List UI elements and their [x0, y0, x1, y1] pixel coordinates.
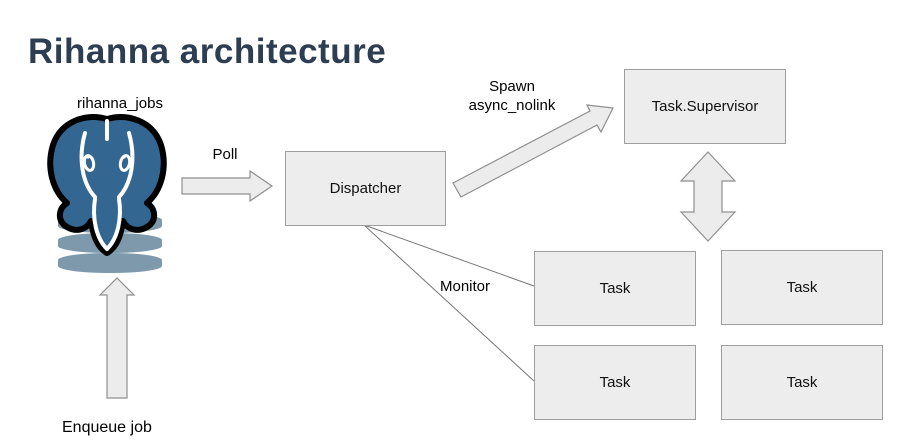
monitor-edge-label: Monitor [440, 278, 491, 295]
task-supervisor-box-label: Task.Supervisor [651, 98, 759, 115]
database-table-label: rihanna_jobs [77, 95, 163, 112]
dispatcher-box: Dispatcher [285, 151, 446, 226]
supervisor-tasks-double-arrow [679, 151, 737, 242]
poll-edge-label: Poll [212, 146, 238, 163]
task-box: Task [534, 251, 696, 326]
task-box-label: Task [786, 279, 818, 296]
page-title: Rihanna architecture [28, 32, 387, 71]
postgresql-database-icon [47, 114, 167, 273]
spawn-edge-label: Spawn async_nolink [443, 77, 581, 115]
elephant-head-icon [47, 114, 167, 256]
task-box-label: Task [786, 374, 818, 391]
task-box: Task [721, 250, 883, 325]
dispatcher-box-label: Dispatcher [329, 180, 402, 197]
monitor-line-top [363, 224, 535, 287]
spawn-arrow [452, 104, 614, 198]
enqueue-edge-label: Enqueue job [62, 419, 152, 436]
task-box-label: Task [599, 374, 631, 391]
spawn-edge-label-line1: Spawn [489, 78, 535, 95]
spawn-edge-label-line2: async_nolink [468, 97, 556, 114]
enqueue-arrow [98, 277, 136, 399]
task-box: Task [534, 345, 696, 420]
monitor-line-bottom [363, 224, 535, 382]
task-box: Task [721, 345, 883, 420]
poll-arrow [181, 169, 274, 203]
task-box-label: Task [599, 280, 631, 297]
task-supervisor-box: Task.Supervisor [624, 69, 786, 144]
